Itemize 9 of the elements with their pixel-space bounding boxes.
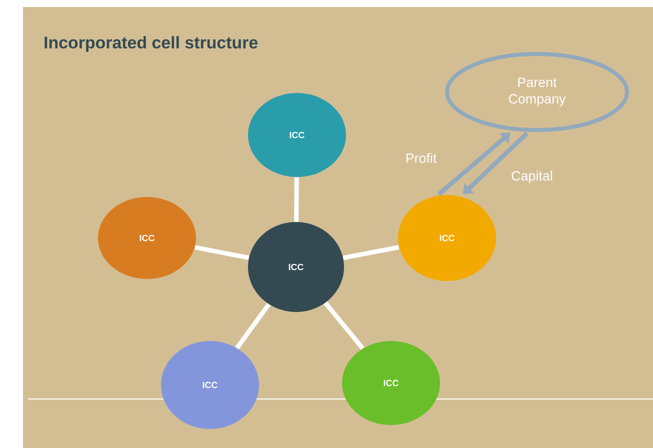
connector-line (194, 245, 250, 260)
connector-line (294, 177, 299, 222)
connector-line (342, 245, 400, 260)
edge-label: Profit (406, 153, 437, 163)
connector-line (235, 302, 271, 350)
edge-label: Capital (512, 170, 552, 184)
connector-line (324, 301, 364, 350)
title: Incorporated cell structure (44, 36, 258, 52)
arrow (462, 132, 529, 194)
